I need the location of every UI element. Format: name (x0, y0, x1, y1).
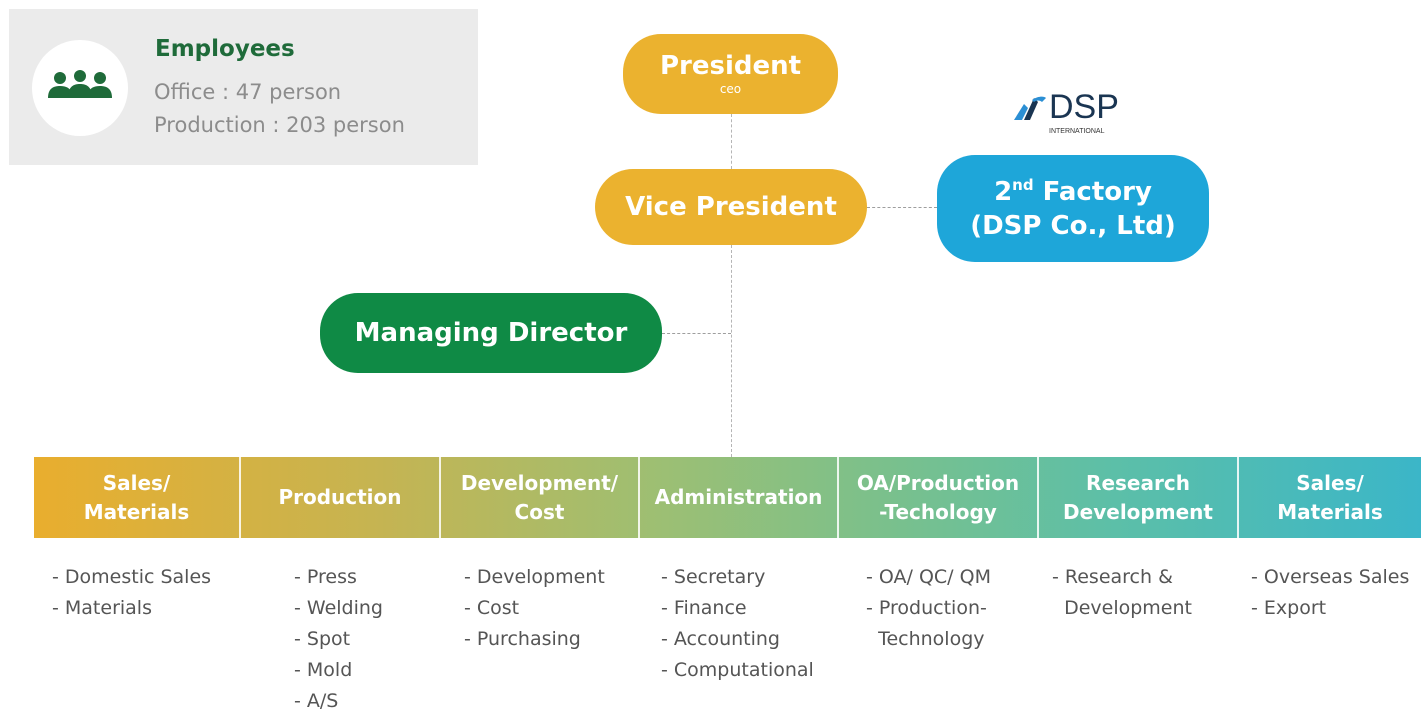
dept-header: Development/ Cost (441, 457, 640, 538)
factory-node: 2nd Factory (DSP Co., Ltd) (937, 155, 1209, 262)
dept-list-overseas-sales: - Overseas Sales - Export (1251, 562, 1409, 624)
list-item: Technology (866, 628, 985, 650)
list-item: - Materials (52, 597, 152, 619)
list-item: - Mold (294, 659, 353, 681)
dept-header: OA/Production -Techology (839, 457, 1039, 538)
connector-vp-departments (731, 245, 732, 457)
list-item: - Purchasing (464, 628, 581, 650)
list-item: - Secretary (661, 566, 766, 588)
dept-header: Production (241, 457, 441, 538)
list-item: - Computational (661, 659, 814, 681)
production-count: Production : 203 person (154, 113, 405, 137)
connector-md-trunk (662, 333, 731, 334)
list-item: - Research & (1052, 566, 1173, 588)
dept-header: Sales/ Materials (34, 457, 241, 538)
dept-list-research-development: - Research & Development (1052, 562, 1192, 624)
dsp-logo: DSP INTERNATIONAL (1010, 88, 1130, 140)
list-item: - Export (1251, 597, 1327, 619)
factory-ordinal-suffix: nd (1012, 175, 1034, 194)
factory-line-2: (DSP Co., Ltd) (970, 210, 1176, 241)
list-item: Development (1052, 597, 1192, 619)
list-item: - Development (464, 566, 605, 588)
dept-list-production: - Press - Welding - Spot - Mold - A/S (294, 562, 383, 717)
list-item: - Welding (294, 597, 383, 619)
vice-president-node: Vice President (595, 169, 867, 245)
connector-vp-factory (867, 207, 937, 208)
president-node: President ceo (623, 34, 838, 114)
connector-president-vp (731, 114, 732, 169)
employees-title: Employees (155, 36, 295, 62)
factory-label: Factory (1033, 176, 1152, 207)
managing-director-title: Managing Director (354, 318, 628, 348)
vice-president-title: Vice President (625, 192, 837, 222)
factory-line-1: 2nd Factory (994, 175, 1152, 209)
factory-ordinal: 2 (994, 176, 1013, 207)
list-item: - Spot (294, 628, 351, 650)
dsp-logo-subtext: INTERNATIONAL (1049, 128, 1105, 135)
dsp-logo-text: DSP (1049, 88, 1119, 126)
dept-list-development-cost: - Development - Cost - Purchasing (464, 562, 605, 655)
list-item: - A/S (294, 690, 339, 712)
list-item: - Press (294, 566, 357, 588)
dept-header: Research Development (1039, 457, 1239, 538)
president-subtitle: ceo (719, 82, 742, 96)
president-title: President (659, 51, 802, 81)
people-icon (48, 70, 112, 98)
dsp-logo-mark (1014, 96, 1046, 120)
managing-director-node: Managing Director (320, 293, 662, 373)
office-count: Office : 47 person (154, 80, 342, 104)
dept-header: Administration (640, 457, 839, 538)
employees-card: Employees Office : 47 person Production … (9, 9, 478, 165)
employees-avatar (32, 40, 128, 136)
list-item: - Cost (464, 597, 520, 619)
list-item: - OA/ QC/ QM (866, 566, 991, 588)
department-bar: Sales/ Materials Production Development/… (34, 457, 1421, 538)
dept-header: Sales/ Materials (1277, 470, 1383, 524)
list-item: - Finance (661, 597, 747, 619)
list-item: - Accounting (661, 628, 780, 650)
list-item: - Domestic Sales (52, 566, 212, 588)
list-item: - Overseas Sales (1251, 566, 1410, 588)
dept-list-administration: - Secretary - Finance - Accounting - Com… (661, 562, 814, 686)
dept-list-oa-production-technology: - OA/ QC/ QM - Production- Technology (866, 562, 991, 655)
dept-list-sales-materials: - Domestic Sales - Materials (52, 562, 211, 624)
list-item: - Production- (866, 597, 987, 619)
